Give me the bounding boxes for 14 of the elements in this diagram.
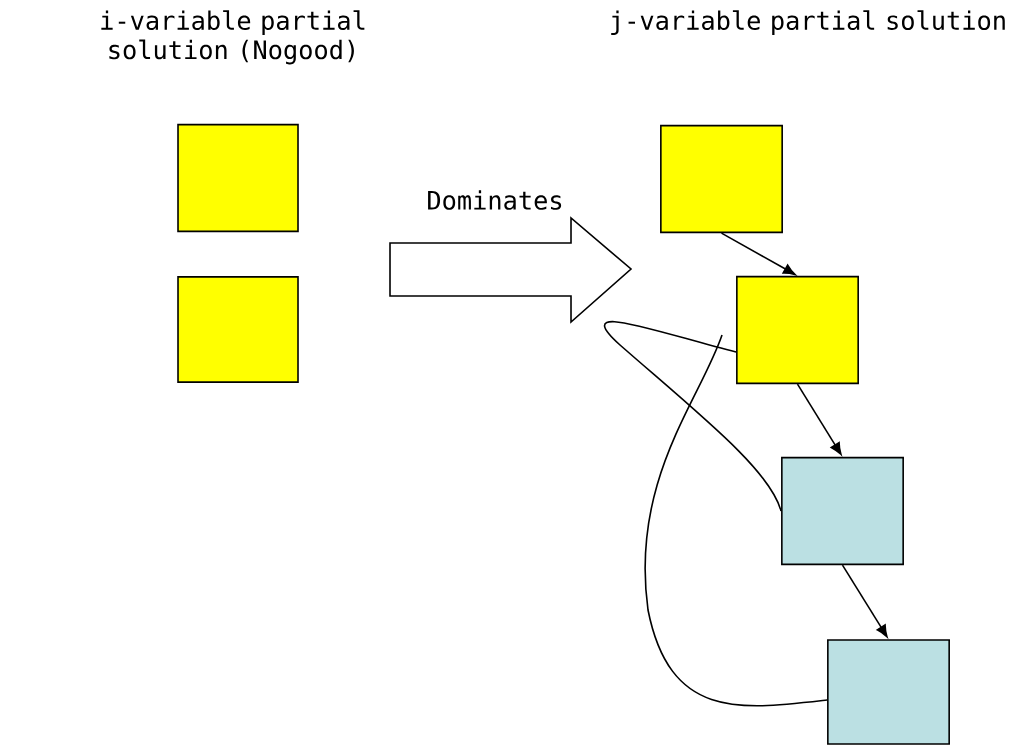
heading-text: Dominates — [428, 190, 562, 210]
connector — [796, 383, 842, 456]
heading-text: i-variable partial solution (Nogood) — [101, 10, 365, 65]
square-box — [781, 456, 904, 566]
square-box — [736, 275, 859, 385]
connector — [841, 564, 888, 638]
square-box — [177, 276, 299, 383]
heading-text: j-variable partial solution — [611, 10, 1005, 35]
connector — [720, 232, 796, 276]
square-box — [827, 639, 950, 745]
connector — [644, 334, 828, 707]
square-box — [660, 124, 783, 234]
square-box — [177, 123, 299, 233]
connector — [604, 321, 782, 512]
